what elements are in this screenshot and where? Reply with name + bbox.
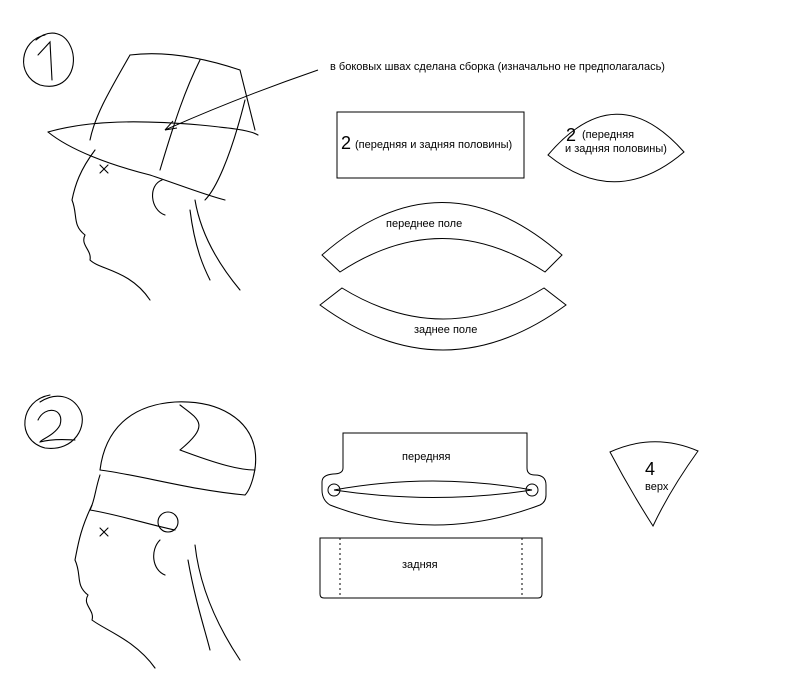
step-2-marker xyxy=(24,394,83,449)
top-wedge-piece: 4 верх xyxy=(609,441,699,528)
back-band-piece: задняя xyxy=(319,537,543,599)
front-brim-piece: переднее поле xyxy=(321,202,563,273)
head-sketch-2 xyxy=(74,401,257,669)
front-band-piece: передняя xyxy=(321,432,547,526)
annotation-arrow xyxy=(164,69,319,131)
crown-side-piece: 2 (передняя и задняя половины) xyxy=(336,111,525,179)
top-count: 4 xyxy=(645,459,655,479)
crown-top-count: 2 xyxy=(566,125,576,145)
crown-top-label-1: (передняя xyxy=(582,129,634,141)
crown-side-label: (передняя и задняя половины) xyxy=(355,139,512,151)
crown-top-label-2: и задняя половины) xyxy=(565,143,667,155)
top-label: верх xyxy=(645,481,669,493)
front-brim-label: переднее поле xyxy=(386,218,462,230)
crown-side-count: 2 xyxy=(341,133,351,153)
front-band-label: передняя xyxy=(402,451,451,463)
back-brim-piece: заднее поле xyxy=(319,287,567,351)
crown-top-piece: 2 (передняя и задняя половины) xyxy=(547,113,685,183)
gathering-annotation: в боковых швах сделана сборка (изначальн… xyxy=(330,61,665,73)
back-brim-label: заднее поле xyxy=(414,324,477,336)
back-band-label: задняя xyxy=(402,559,438,571)
step-1-marker xyxy=(23,32,74,87)
head-sketch-1 xyxy=(47,53,259,301)
